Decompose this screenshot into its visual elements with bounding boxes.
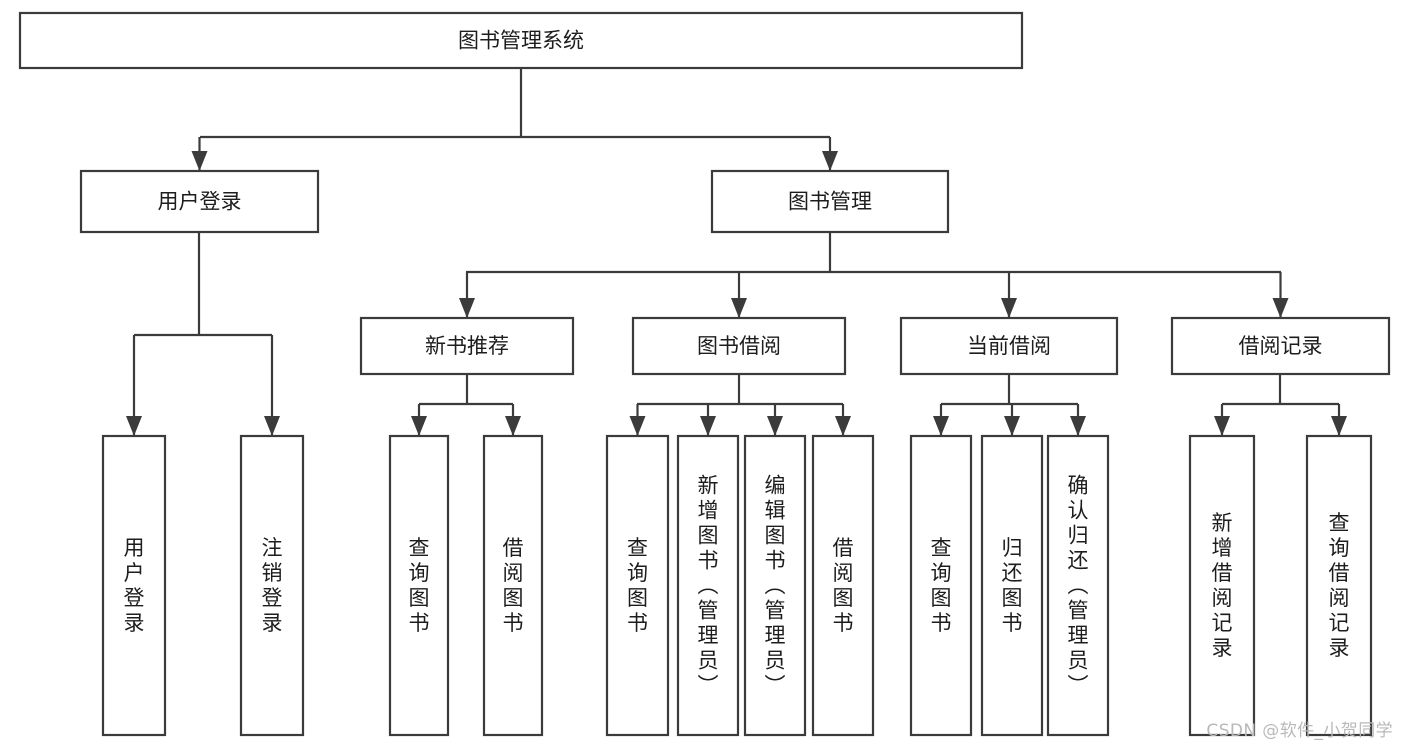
arrow-head-icon — [1272, 298, 1289, 318]
connector-layer — [126, 68, 1347, 436]
arrow-head-icon — [822, 151, 838, 171]
node-label: 用户登录 — [124, 536, 145, 635]
arrow-head-icon — [767, 416, 783, 436]
node-box — [101, 434, 167, 737]
node-label: 查询借阅记录 — [1329, 511, 1350, 660]
node-box — [482, 434, 544, 737]
leaf-node[interactable]: 编辑图书︵管理员︶ — [743, 434, 807, 737]
root-node-图书管理系统[interactable]: 图书管理系统 — [18, 11, 1024, 70]
node-box — [1188, 434, 1256, 737]
leaf-node[interactable]: 查询图书 — [605, 434, 670, 737]
node-label: 查询图书 — [409, 536, 430, 635]
leaf-node[interactable]: 确认归还︵管理员︶ — [1046, 434, 1110, 737]
node-box — [676, 434, 740, 737]
node-label: 编辑图书︵管理员︶ — [765, 474, 786, 698]
arrow-head-icon — [1331, 416, 1347, 436]
leaf-node[interactable]: 新增借阅记录 — [1188, 434, 1256, 737]
node-label: 借阅记录 — [1239, 334, 1323, 358]
arrow-head-icon — [1070, 416, 1086, 436]
arrow-head-icon — [126, 416, 142, 436]
node-box — [631, 316, 847, 376]
node-box — [1046, 434, 1110, 737]
node-label: 新书推荐 — [425, 334, 509, 358]
node-label: 新增借阅记录 — [1212, 511, 1233, 660]
node-label: 新增图书︵管理员︶ — [698, 474, 719, 698]
leaf-node[interactable]: 借阅图书 — [811, 434, 875, 737]
arrow-head-icon — [1214, 416, 1230, 436]
arrow-head-icon — [700, 416, 716, 436]
node-box — [1305, 434, 1373, 737]
node-label: 确认归还︵管理员︶ — [1068, 474, 1089, 698]
node-box — [79, 169, 320, 234]
node-box — [899, 316, 1119, 376]
level3-node[interactable]: 新书推荐 — [359, 316, 575, 376]
node-box — [388, 434, 450, 737]
node-box — [811, 434, 875, 737]
leaf-node[interactable]: 归还图书 — [980, 434, 1044, 737]
node-label: 当前借阅 — [967, 334, 1051, 358]
node-label: 归还图书 — [1002, 536, 1023, 635]
arrow-head-icon — [1004, 416, 1020, 436]
level3-node[interactable]: 借阅记录 — [1170, 316, 1391, 376]
leaf-node[interactable]: 借阅图书 — [482, 434, 544, 737]
node-label: 借阅图书 — [833, 536, 854, 635]
node-box — [239, 434, 305, 737]
arrow-head-icon — [411, 416, 427, 436]
node-label: 图书管理 — [788, 190, 872, 214]
node-box — [710, 169, 950, 234]
node-label: 注销登录 — [262, 536, 283, 635]
arrow-head-icon — [264, 416, 280, 436]
level2-node[interactable]: 用户登录 — [79, 169, 320, 234]
node-label: 用户登录 — [158, 190, 242, 214]
leaf-node[interactable]: 查询借阅记录 — [1305, 434, 1373, 737]
node-box — [605, 434, 670, 737]
node-layer: 图书管理系统用户登录图书管理新书推荐图书借阅当前借阅借阅记录用户登录注销登录查询… — [18, 11, 1391, 737]
leaf-node[interactable]: 注销登录 — [239, 434, 305, 737]
arrow-head-icon — [933, 416, 949, 436]
node-label: 图书借阅 — [697, 334, 781, 358]
arrow-head-icon — [731, 298, 747, 318]
node-box — [743, 434, 807, 737]
arrow-head-icon — [191, 151, 208, 171]
arrow-head-icon — [459, 298, 475, 318]
arrow-head-icon — [505, 416, 521, 436]
node-box — [1170, 316, 1391, 376]
level2-node[interactable]: 图书管理 — [710, 169, 950, 234]
arrow-head-icon — [835, 416, 851, 436]
arrow-head-icon — [629, 416, 646, 436]
level3-node[interactable]: 图书借阅 — [631, 316, 847, 376]
node-label: 图书管理系统 — [458, 29, 584, 53]
node-box — [980, 434, 1044, 737]
arrow-head-icon — [1001, 298, 1017, 318]
node-box — [909, 434, 973, 737]
node-label: 查询图书 — [627, 536, 648, 635]
leaf-node[interactable]: 用户登录 — [101, 434, 167, 737]
node-box — [359, 316, 575, 376]
leaf-node[interactable]: 查询图书 — [388, 434, 450, 737]
node-label: 借阅图书 — [503, 536, 524, 635]
level3-node[interactable]: 当前借阅 — [899, 316, 1119, 376]
node-label: 查询图书 — [931, 536, 952, 635]
leaf-node[interactable]: 查询图书 — [909, 434, 973, 737]
node-box — [18, 11, 1024, 70]
leaf-node[interactable]: 新增图书︵管理员︶ — [676, 434, 740, 737]
